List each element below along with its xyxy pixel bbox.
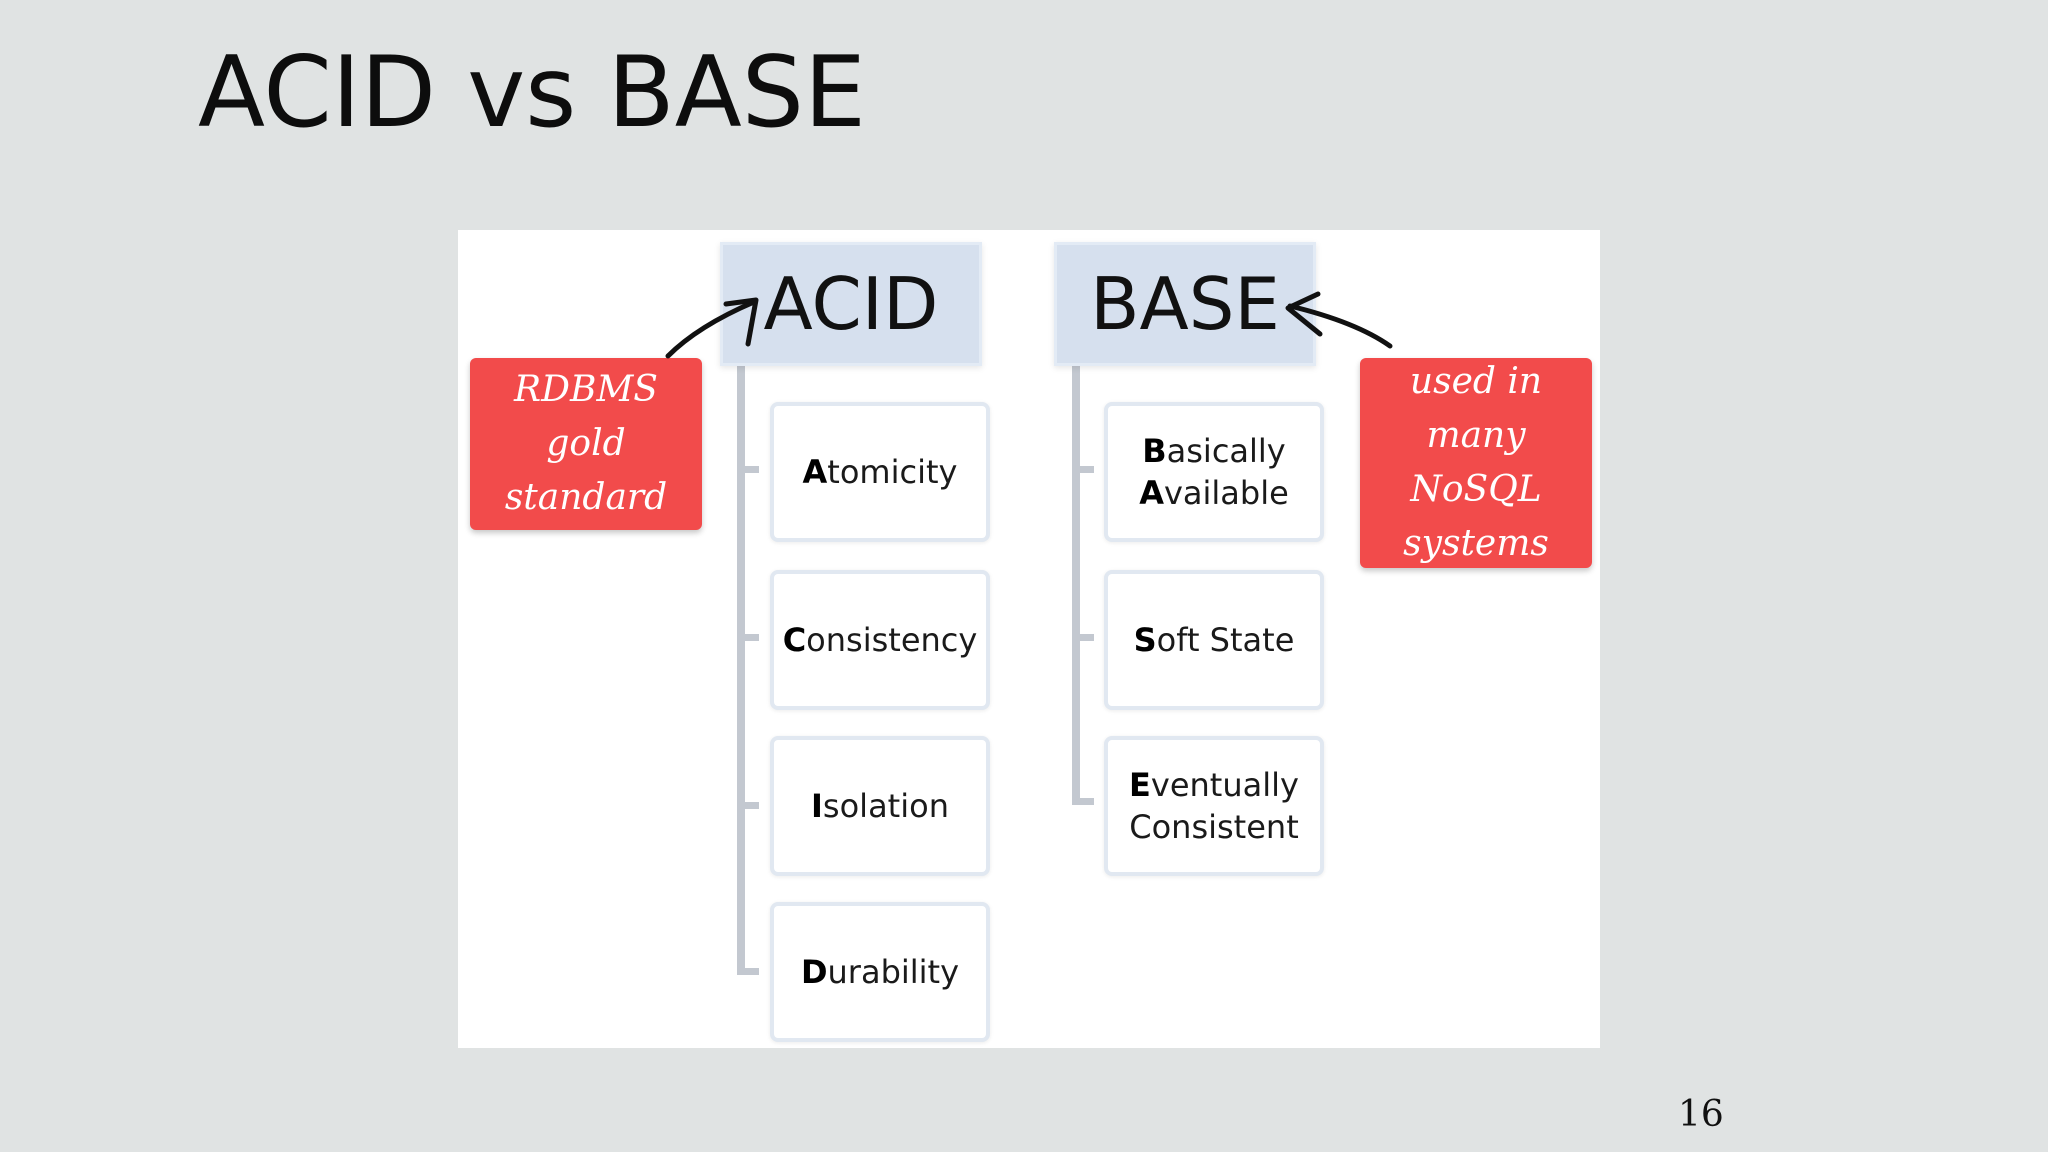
item-initial: A: [802, 452, 828, 491]
item-rest: solation: [822, 786, 949, 825]
acid-branch-atomicity: [737, 466, 759, 473]
item-rest: tomicity: [827, 452, 958, 491]
note-line: used in many: [1409, 361, 1543, 456]
annotation-arrows: [665, 291, 1393, 359]
arrow-to-base-head-icon: [1285, 291, 1323, 337]
base-item-soft-state: Soft State: [1104, 570, 1324, 710]
item-initial: B: [1142, 431, 1167, 470]
arrow-to-acid-icon: [665, 299, 757, 359]
acid-connector-line: [737, 366, 745, 968]
slide-title: ACID vs BASE: [198, 36, 866, 150]
item-rest: Consistent: [1129, 808, 1299, 846]
note-line: NoSQL: [1410, 469, 1542, 510]
rdbms-gold-standard-note: RDBMS gold standard: [470, 358, 702, 530]
acid-item-durability: Durability: [770, 902, 990, 1042]
item-initial: C: [782, 620, 807, 659]
acid-item-atomicity: Atomicity: [770, 402, 990, 542]
acid-base-diagram: ACID BASE Atomicity Consistency Isolatio…: [458, 230, 1600, 1048]
note-line: RDBMS gold: [514, 369, 658, 464]
arrow-to-acid-head-icon: [723, 297, 759, 347]
item-rest: urability: [827, 952, 960, 991]
base-branch-eventually-consistent: [1072, 798, 1094, 805]
item-initial: E: [1129, 765, 1151, 804]
base-branch-basically-available: [1072, 466, 1094, 473]
acid-branch-consistency: [737, 634, 759, 641]
nosql-systems-note: used in many NoSQL systems: [1360, 358, 1592, 568]
acid-branch-durability: [737, 968, 759, 975]
base-branch-soft-state: [1072, 634, 1094, 641]
item-initial: D: [800, 952, 828, 991]
base-heading: BASE: [1054, 242, 1316, 366]
item-initial: I: [811, 786, 823, 825]
base-item-eventually-consistent: Eventually Consistent: [1104, 736, 1324, 876]
item-rest: oft State: [1156, 620, 1295, 659]
acid-item-consistency: Consistency: [770, 570, 990, 710]
item-rest: asically: [1166, 431, 1286, 470]
item-rest: onsistency: [806, 620, 978, 659]
base-item-basically-available: Basically Available: [1104, 402, 1324, 542]
page-number: 16: [1678, 1094, 1724, 1135]
item-initial: A: [1139, 474, 1164, 512]
acid-branch-isolation: [737, 802, 759, 809]
acid-item-isolation: Isolation: [770, 736, 990, 876]
note-line: systems: [1403, 523, 1549, 564]
item-rest: vailable: [1163, 474, 1289, 512]
item-rest: ventually: [1150, 765, 1299, 804]
item-initial: S: [1133, 620, 1157, 659]
arrow-to-base-icon: [1287, 303, 1393, 349]
note-line: standard: [504, 477, 668, 518]
base-connector-line: [1072, 366, 1080, 804]
acid-heading: ACID: [720, 242, 982, 366]
